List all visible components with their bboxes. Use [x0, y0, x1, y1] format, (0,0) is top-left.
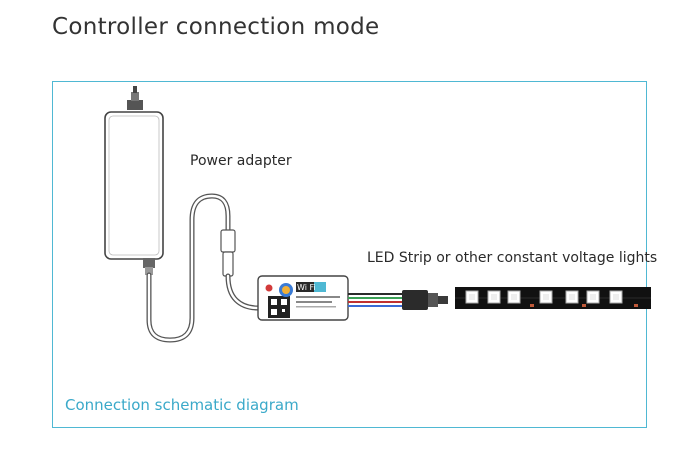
led-chip — [539, 290, 553, 304]
power-adapter-label: Power adapter — [190, 153, 292, 169]
adapter-top-plug — [127, 86, 143, 110]
strip-connector — [402, 290, 448, 310]
adapter-bottom-plug — [143, 258, 155, 275]
output-wires — [348, 293, 402, 307]
led-strip — [455, 287, 651, 309]
controller-wifi-badge: Wi Fi — [297, 283, 316, 292]
led-chip — [609, 290, 623, 304]
diagram-caption: Connection schematic diagram — [65, 396, 299, 414]
led-chip — [465, 290, 479, 304]
led-chip — [507, 290, 521, 304]
led-strip-label: LED Strip or other constant voltage ligh… — [367, 250, 658, 266]
wifi-controller: Wi Fi — [257, 275, 349, 321]
diagram-frame — [52, 81, 647, 428]
dc-connector — [220, 229, 261, 311]
page-title: Controller connection mode — [52, 14, 380, 40]
power-adapter — [104, 111, 164, 260]
led-chip — [586, 290, 600, 304]
led-chip — [565, 290, 579, 304]
led-chip — [487, 290, 501, 304]
